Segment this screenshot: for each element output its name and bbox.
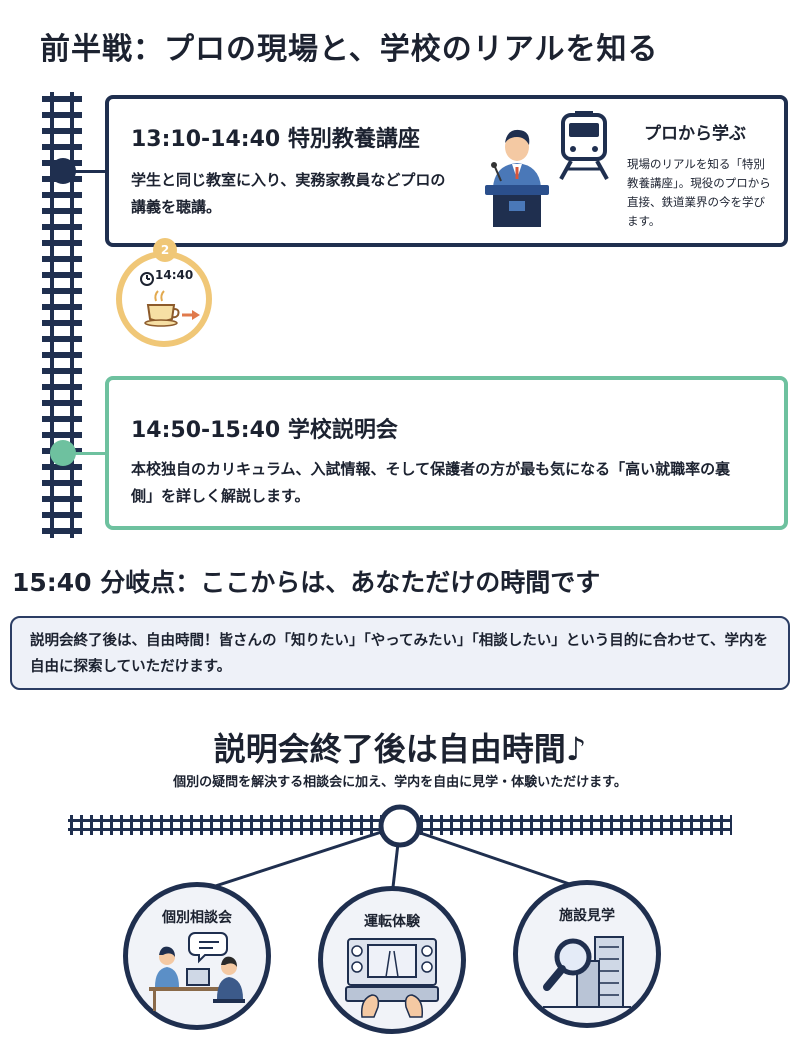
timeline-dot [50,158,76,184]
branch-heading: 15:40 分岐点：ここからは、あなただけの時間です [12,568,601,597]
side-title: プロから学ぶ [644,124,746,144]
driving-simulator-icon [345,938,439,1018]
free-time-heading: 説明会終了後は自由時間♪ [213,730,587,768]
timeline-dot [50,440,76,466]
session-time: 14:50-15:40 学校説明会 [131,418,398,443]
break-time: 14:40 [155,268,194,282]
lecturer-icon [485,129,549,227]
session-description: 学生と同じ教室に入り、実務家教員などプロの講義を聴講。 [131,171,446,216]
consultation-icon [149,932,245,1011]
step-number-badge: 2 [153,238,177,262]
train-icon [559,111,609,180]
session-card-briefing: 14:50-15:40 学校説明会 本校独自のカリキュラム、入試情報、そして保護… [105,376,788,530]
free-time-subheading: 個別の疑問を解決する相談会に加え、学内を自由に見学・体験いただけます。 [173,775,627,790]
option-label: 運転体験 [364,914,420,930]
page-title: 前半戦：プロの現場と、学校のリアルを知る [40,32,659,67]
timeline-connector [62,170,106,173]
session-description: 本校独自のカリキュラム、入試情報、そして保護者の方が最も気になる「高い就職率の裏… [131,460,731,505]
option-label: 個別相談会 [162,910,232,926]
side-description: 現場のリアルを知る「特別教養講座」。現役のプロから直接、鉄道業界の今を学びます。 [627,157,771,228]
timeline-connector [62,452,106,455]
session-time: 13:10-14:40 特別教養講座 [131,127,420,152]
option-consultation: 個別相談会 [123,882,271,1030]
option-facility-tour: 施設見学 [513,880,661,1028]
coffee-break-icon [140,272,200,327]
free-time-note: 説明会終了後は、自由時間！皆さんの「知りたい」「やってみたい」「相談したい」とい… [10,616,790,690]
facility-tour-icon [543,936,631,1008]
junction-hub-icon [378,804,422,848]
option-driving-experience: 運転体験 [318,886,466,1034]
option-label: 施設見学 [559,908,615,924]
session-card-lecture: 13:10-14:40 特別教養講座 学生と同じ教室に入り、実務家教員などプロの… [105,95,788,247]
break-badge [116,251,212,347]
vertical-track-icon [42,92,82,538]
note-text: 説明会終了後は、自由時間！皆さんの「知りたい」「やってみたい」「相談したい」とい… [30,633,769,675]
